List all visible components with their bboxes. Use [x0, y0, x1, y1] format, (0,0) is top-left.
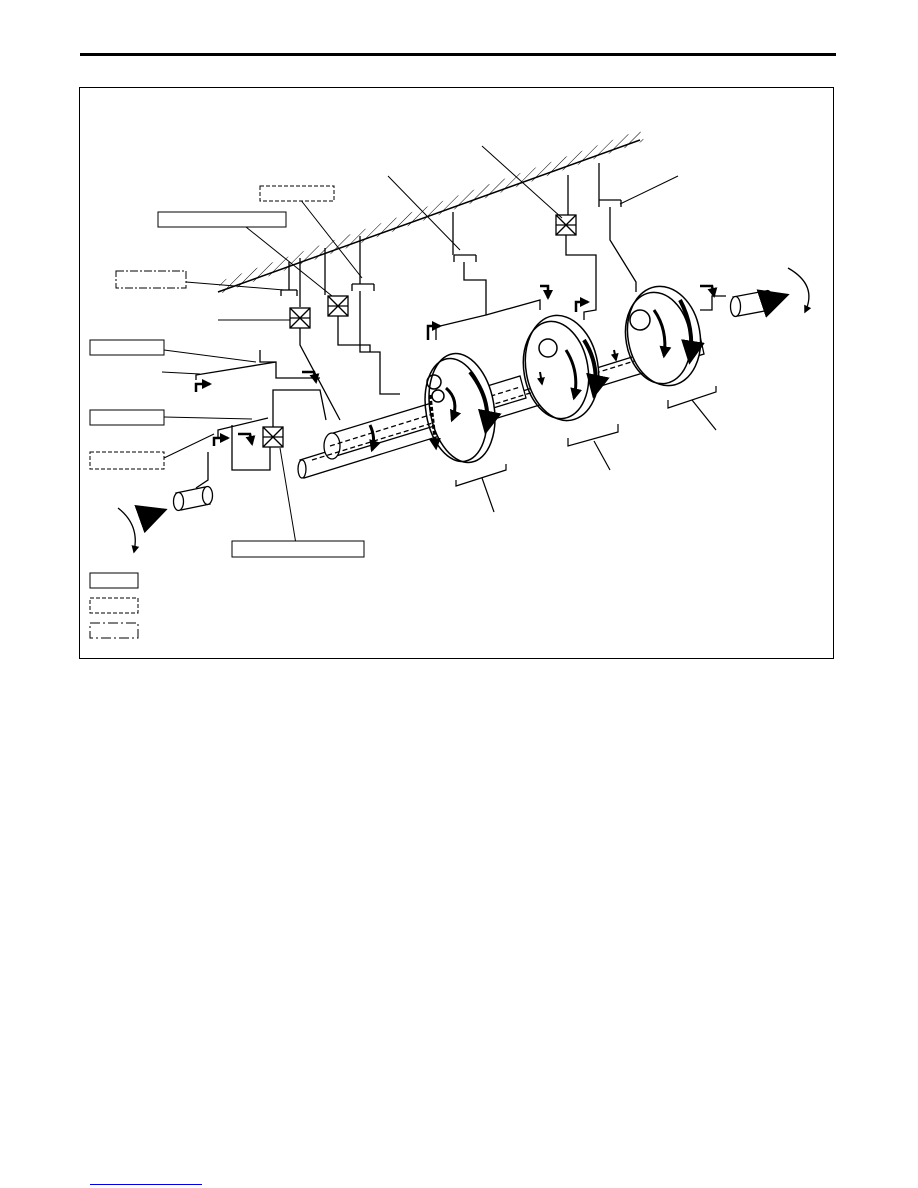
one-way-clutch-3	[555, 214, 577, 236]
callout-box-3	[115, 270, 187, 289]
one-way-clutch-2	[327, 295, 349, 317]
input-rotation-arrow	[117, 504, 168, 554]
callout-box-1	[259, 185, 335, 202]
legend	[89, 572, 139, 639]
case-links	[280, 163, 622, 307]
input-shaft	[172, 485, 214, 512]
callout-boxes	[89, 185, 365, 558]
callout-box-6	[89, 451, 165, 470]
callout-leaders	[161, 145, 679, 545]
legend-swatch-solid	[89, 572, 139, 589]
callout-box-4	[89, 339, 165, 356]
output-shaft	[729, 289, 774, 318]
output-rotation-arrow	[756, 267, 812, 318]
header-rule	[80, 53, 836, 56]
one-way-clutch-4	[262, 426, 284, 448]
gearset-brackets	[455, 386, 717, 513]
callout-box-5	[89, 409, 165, 426]
planetary-gear-diagram	[89, 130, 812, 639]
legend-swatch-dash-dot	[89, 622, 139, 639]
legend-swatch-dashed	[89, 597, 139, 614]
power-flow-arrows	[194, 284, 718, 453]
callout-box-7	[231, 540, 365, 558]
footer-link[interactable]	[90, 1170, 202, 1185]
one-way-clutches	[262, 214, 577, 448]
figure-frame	[79, 87, 834, 659]
callout-box-2	[157, 211, 287, 228]
one-way-clutch-1	[289, 307, 311, 329]
